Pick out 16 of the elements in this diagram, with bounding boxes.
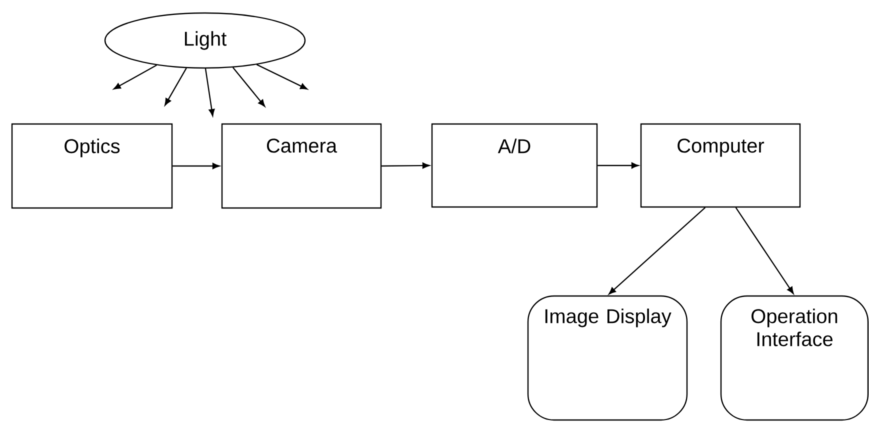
arrow [256, 64, 308, 90]
output-box: Operation Interface [720, 295, 869, 421]
process-box: Camera [221, 123, 382, 209]
process-box: Optics [11, 123, 173, 209]
arrow [204, 68, 215, 116]
process-box: Computer [640, 123, 801, 208]
arrow [382, 162, 430, 169]
arrow [114, 64, 157, 90]
arrow [735, 207, 794, 294]
process-box: A/D [431, 123, 598, 208]
arrow [608, 207, 706, 294]
arrow [232, 67, 266, 107]
arrow [598, 162, 639, 169]
arrow [164, 68, 187, 106]
output-box: Image Display [527, 295, 688, 421]
arrow [172, 162, 220, 170]
